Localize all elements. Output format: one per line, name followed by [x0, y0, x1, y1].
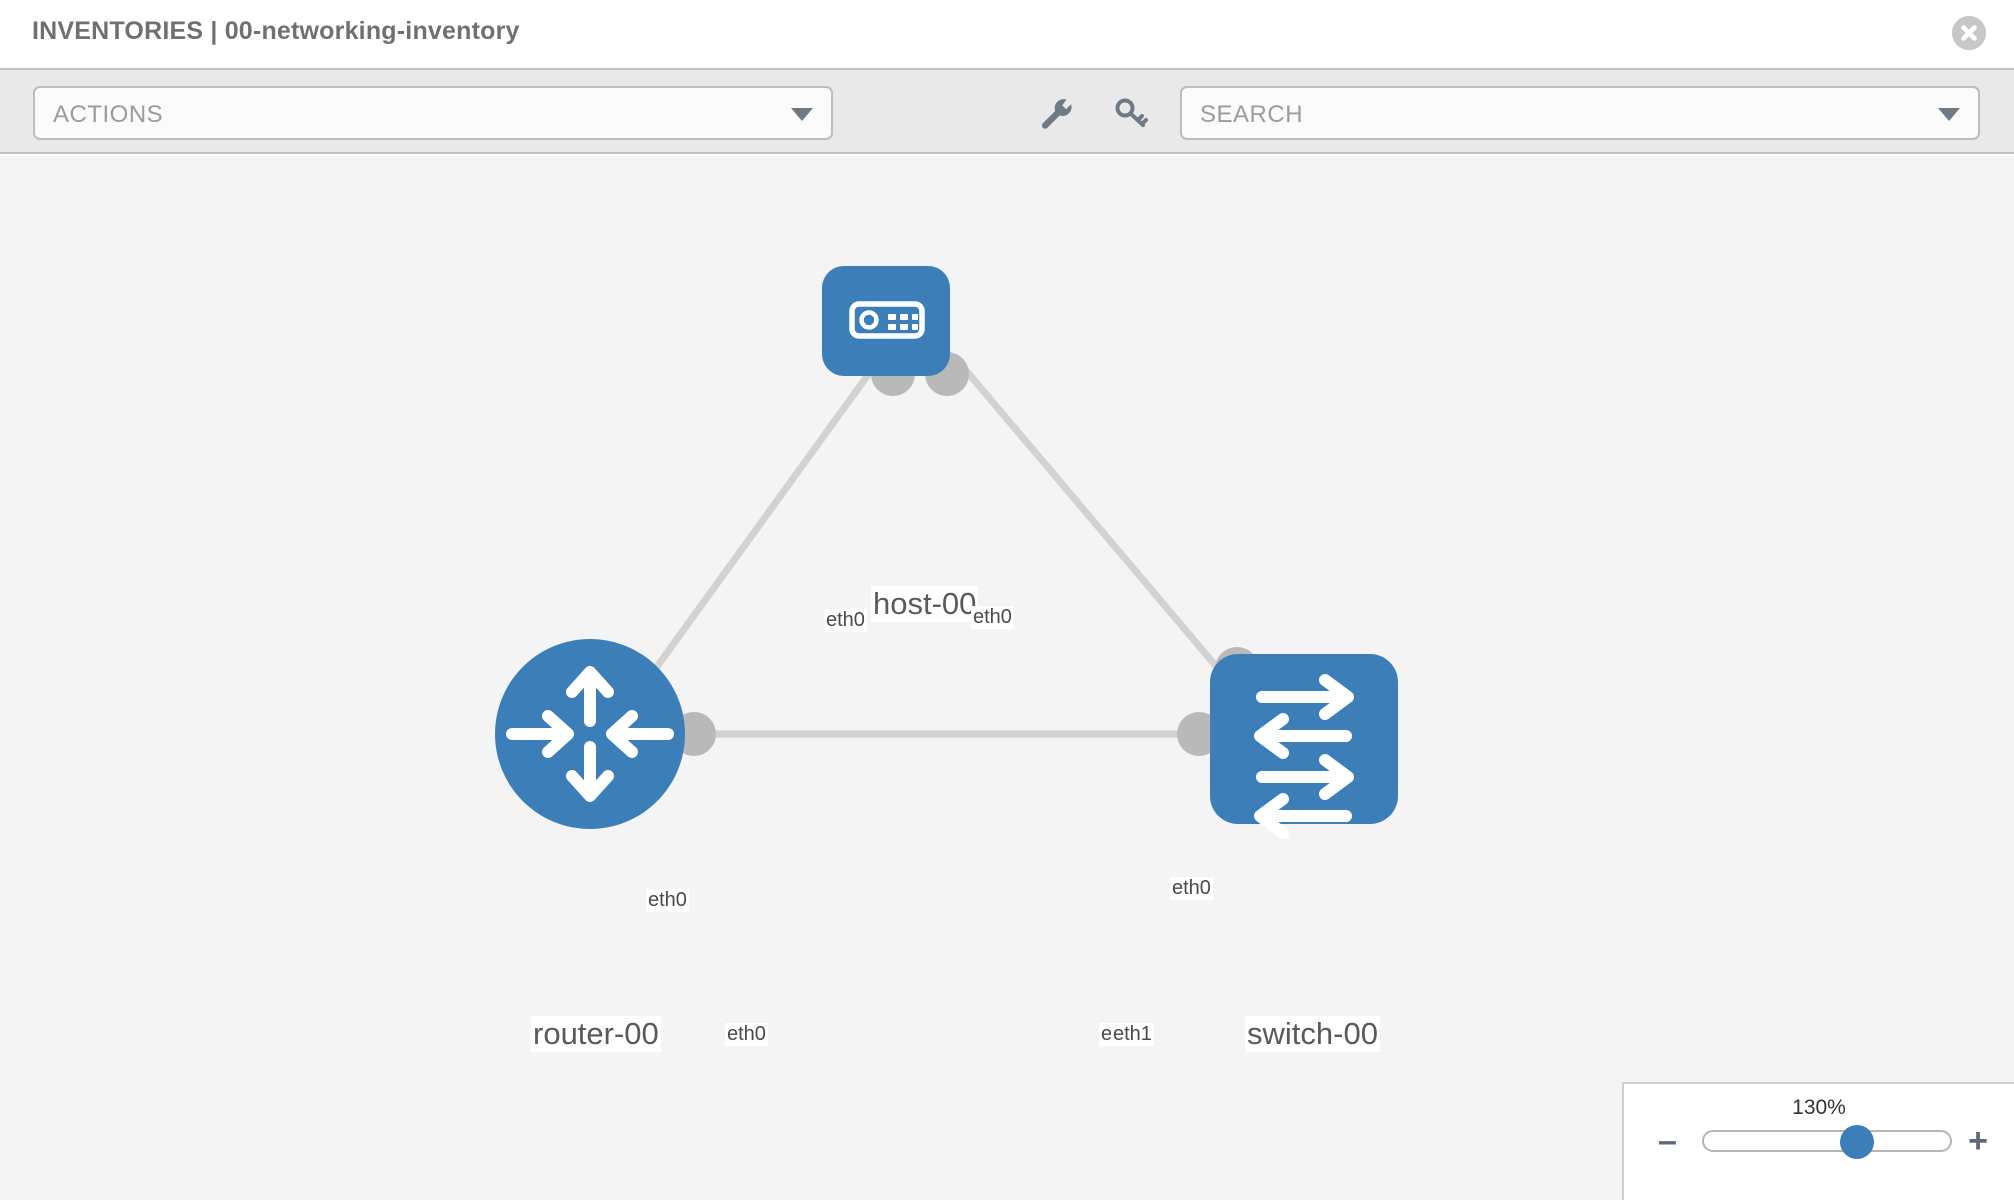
key-icon[interactable] [1108, 90, 1154, 136]
zoom-slider-track[interactable] [1702, 1125, 1952, 1159]
topology-graph [495, 266, 1398, 839]
zoom-percent-label: 130% [1792, 1096, 1846, 1119]
close-icon[interactable] [1952, 16, 1986, 50]
iface-label-host-left[interactable]: eth0 [824, 609, 867, 632]
node-label-host-00[interactable]: host-00 [871, 586, 979, 622]
node-label-router-00[interactable]: router-00 [531, 1016, 661, 1052]
node-label-switch-00[interactable]: switch-00 [1245, 1016, 1380, 1052]
zoom-in-button[interactable]: + [1968, 1122, 1988, 1160]
connector-nubs [672, 352, 1259, 756]
zoom-out-button[interactable]: – [1658, 1122, 1677, 1160]
chevron-down-icon [1938, 108, 1960, 121]
link-host-switch [955, 358, 1251, 707]
page-title: INVENTORIES | 00-networking-inventory [32, 17, 520, 45]
search-placeholder: SEARCH [1200, 101, 1304, 128]
chevron-down-icon [791, 108, 813, 121]
topology-node-switch-00 [1210, 654, 1398, 839]
iface-label-router-up[interactable]: eth0 [646, 889, 689, 912]
page-header: INVENTORIES | 00-networking-inventory [0, 0, 2014, 68]
iface-label-switch-up[interactable]: eth0 [1170, 877, 1213, 900]
iface-label-router-right[interactable]: eth0 [725, 1023, 768, 1046]
zoom-slider-thumb[interactable] [1839, 1125, 1874, 1159]
topology-node-router-00 [495, 639, 685, 829]
wrench-icon[interactable] [1032, 90, 1078, 136]
toolbar: ACTIONS SEARCH [0, 68, 2014, 154]
link-host-router [627, 358, 881, 707]
actions-dropdown-label: ACTIONS [53, 101, 164, 128]
iface-label-host-right[interactable]: eth0 [971, 606, 1014, 629]
zoom-control-panel: 130% – + [1622, 1082, 2014, 1200]
actions-dropdown[interactable]: ACTIONS [33, 86, 833, 140]
search-input[interactable]: SEARCH [1180, 86, 1980, 140]
topology-canvas[interactable]: host-00 eth0 eth0 eth0 eth0 eth0 eth0 et… [0, 156, 2014, 1200]
iface-label-switch-left-over[interactable]: eth1 [1111, 1023, 1154, 1046]
topology-node-host-00 [822, 266, 950, 376]
